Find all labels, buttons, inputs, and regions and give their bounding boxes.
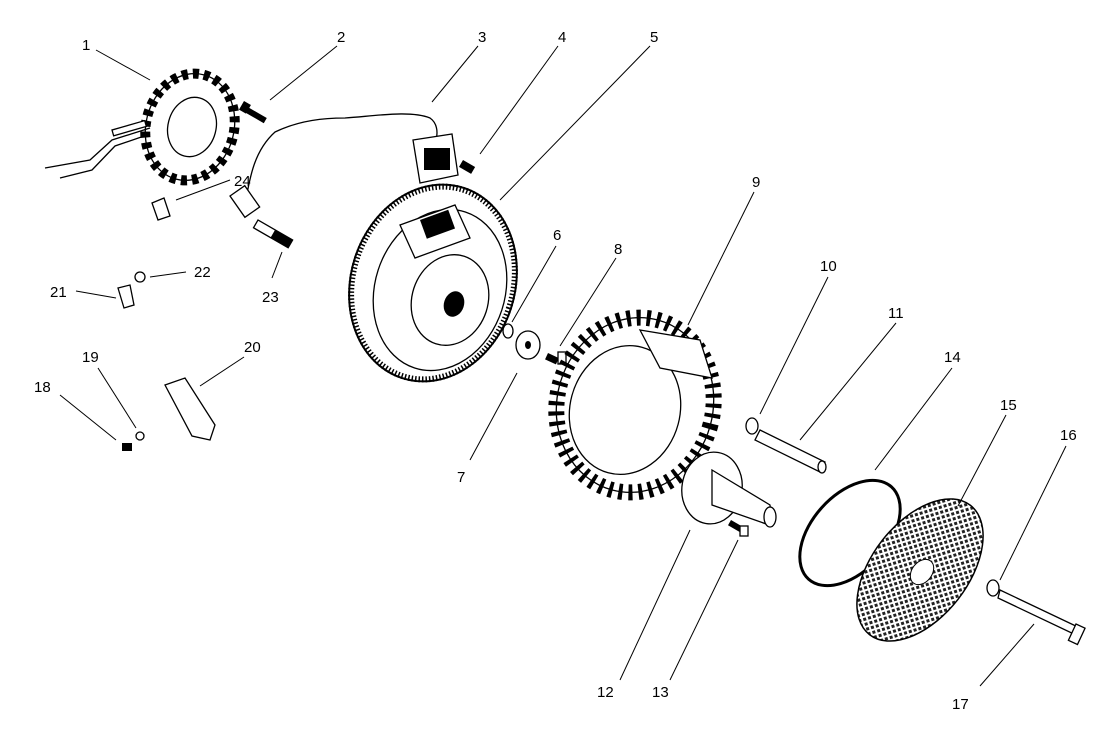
screw-part-4 [459,159,476,174]
bolt-part-13 [728,520,749,537]
bracket-part-20 [164,377,216,441]
callout-13: 13 [652,684,669,701]
callout-8: 8 [614,241,622,258]
callout-23: 23 [262,289,279,306]
blower-fan-part [548,309,722,501]
washer-part-16 [986,579,1000,597]
callout-12: 12 [597,684,614,701]
washer-part-10 [745,417,759,435]
callout-6: 6 [553,227,561,244]
washer-part-19 [135,431,145,441]
callout-16: 16 [1060,427,1077,444]
callout-2: 2 [337,29,345,46]
screw-part-18 [122,443,132,451]
screen-part [856,498,984,642]
long-bolt-part [997,589,1086,646]
callout-11: 11 [888,305,904,322]
callout-15: 15 [1000,397,1017,414]
callout-22: 22 [194,264,211,281]
callout-5: 5 [650,29,658,46]
callout-1: 1 [82,37,90,54]
flywheel-part [348,183,518,383]
callout-19: 19 [82,349,99,366]
washer-part-7 [515,330,541,360]
hub-part [681,451,777,528]
pin-part [754,429,827,474]
callout-9: 9 [752,174,760,191]
callout-24: 24 [234,173,251,190]
leader-lines [59,45,1067,687]
callout-4: 4 [558,29,566,46]
stator-part [44,68,240,186]
callout-18: 18 [34,379,51,396]
clip-part-21 [117,284,135,309]
ignition-coil-part [229,113,459,219]
callout-labels: 1 2 3 4 5 6 7 8 9 10 11 12 13 14 15 16 1… [34,29,1077,713]
callout-17: 17 [952,696,969,713]
bolt-part-2 [239,100,267,124]
key-part [502,323,514,339]
callout-20: 20 [244,339,261,356]
callout-10: 10 [820,258,837,275]
spark-plug-part [252,219,294,249]
washer-part-22 [134,271,146,283]
callout-21: 21 [50,284,67,301]
callout-7: 7 [457,469,465,486]
clip-part-24 [151,197,171,221]
callout-14: 14 [944,349,961,366]
callout-3: 3 [478,29,486,46]
